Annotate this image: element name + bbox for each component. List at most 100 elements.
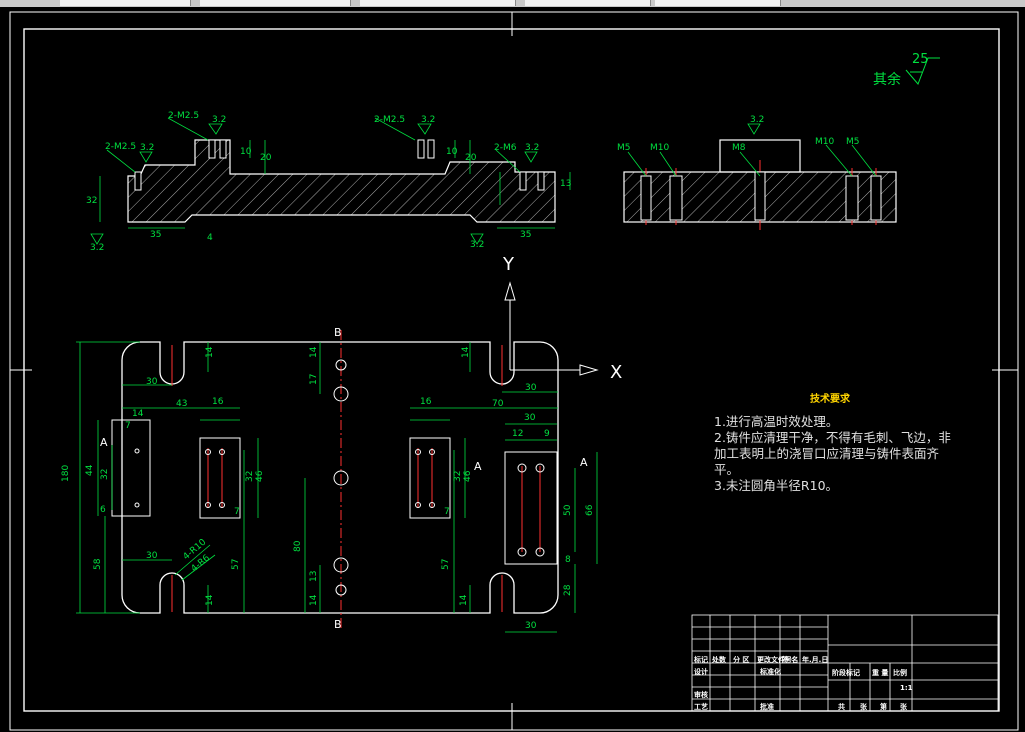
dim-30-right-bottom: 30 — [525, 621, 537, 631]
dim-13: 13 — [560, 179, 571, 189]
dim-32-left: 32 — [100, 469, 110, 480]
tech-note-3: 3.未注圆角半径R10。 — [714, 478, 839, 493]
general-roughness-note: 其余 — [873, 72, 901, 88]
tech-note-2c: 平。 — [714, 462, 740, 477]
tb-change-doc: 更改文件号 — [757, 656, 792, 664]
thread-label-left-a: 2-M2.5 — [168, 111, 199, 121]
document-tab-4[interactable] — [525, 0, 651, 6]
dim-14-bottom-mid: 14 — [309, 594, 319, 606]
tb-sign: 签 名 — [782, 656, 799, 664]
dim-6: 6 — [100, 505, 106, 515]
tech-note-2: 2.铸件应清理干净，不得有毛刺、飞边，非 — [714, 430, 951, 445]
dim-46-mid-left: 46 — [255, 470, 265, 482]
dim-10-left: 10 — [240, 147, 252, 157]
tb-total: 共 — [838, 703, 845, 711]
dim-57-right: 57 — [441, 559, 451, 570]
dim-50: 50 — [563, 504, 573, 516]
side-view-right: M5 M10 M8 M10 M5 3.2 — [617, 115, 897, 230]
section-view-left: 2-M2.5 2-M2.5 2-M2.5 2-M6 3.2 3.2 3.2 3.… — [86, 111, 571, 253]
tb-mark: 标记 — [694, 656, 708, 664]
dim-180: 180 — [61, 465, 71, 482]
side-label-roughness: 3.2 — [750, 115, 764, 125]
dim-70: 70 — [492, 399, 504, 409]
dim-9: 9 — [544, 429, 550, 439]
tech-requirements-title: 技术要求 — [810, 394, 850, 405]
roughness-symbol-general — [905, 57, 940, 85]
dim-28: 28 — [563, 584, 573, 596]
dim-20-right: 20 — [465, 153, 477, 163]
side-label-m10-right: M10 — [815, 137, 834, 147]
tech-note-2b: 加工表明上的浇冒口应清理与铸件表面齐 — [714, 446, 940, 461]
tech-note-1: 1.进行高温时效处理。 — [714, 414, 839, 429]
document-tab-5[interactable] — [655, 0, 781, 6]
dim-16-right: 16 — [420, 397, 432, 407]
dim-7-mid-left: 7 — [234, 507, 240, 517]
dim-30-left-top: 30 — [146, 377, 158, 387]
window-top-bar — [0, 0, 1025, 7]
cad-drawing-canvas[interactable]: 2-M2.5 2-M2.5 2-M2.5 2-M6 3.2 3.2 3.2 3.… — [0, 7, 1025, 732]
slot-left — [111, 419, 151, 517]
roughness-label-d: 3.2 — [525, 143, 539, 153]
section-mark-a-right: A — [580, 456, 588, 469]
roughness-label-f: 3.2 — [470, 240, 484, 250]
section-mark-a-left: A — [100, 436, 108, 449]
dim-35-right: 35 — [520, 230, 531, 240]
document-tab-3[interactable] — [360, 0, 516, 6]
dim-20-left: 20 — [260, 153, 272, 163]
tb-process: 工艺 — [694, 703, 708, 711]
dim-14-top-mid: 14 — [309, 346, 319, 358]
tb-zone: 分 区 — [733, 656, 750, 664]
dim-12: 12 — [512, 429, 523, 439]
axis-y-label: Y — [502, 254, 515, 275]
dim-58: 58 — [93, 558, 103, 570]
dim-10-right: 10 — [446, 147, 458, 157]
dim-30-right-slot: 30 — [524, 413, 536, 423]
section-mark-a-mid: A — [474, 460, 482, 473]
tb-approve: 批准 — [760, 703, 774, 711]
thread-label-left-b: 2-M2.5 — [374, 115, 405, 125]
dim-14-slot: 14 — [132, 409, 144, 419]
document-tab-2[interactable] — [200, 0, 351, 6]
tb-sheet-no: 第 — [880, 703, 887, 711]
side-label-m10-left: M10 — [650, 143, 669, 153]
dim-4: 4 — [207, 233, 213, 243]
thread-label-right: 2-M6 — [494, 143, 517, 153]
dim-14-top-left: 14 — [205, 346, 215, 358]
pocket-left — [199, 437, 241, 519]
outer-frame — [9, 11, 1019, 731]
tb-stage: 阶段标记 — [832, 669, 860, 677]
dim-16-left: 16 — [212, 397, 224, 407]
roughness-label-e: 3.2 — [90, 243, 104, 253]
tb-date: 年.月.日 — [802, 656, 829, 664]
tb-scale-value: 1:1 — [900, 684, 913, 692]
slot-right — [504, 451, 558, 565]
dim-35-left: 35 — [150, 230, 161, 240]
side-label-m8: M8 — [732, 143, 746, 153]
roughness-label-a: 3.2 — [212, 115, 226, 125]
axis-x-label: X — [610, 362, 622, 383]
document-tab-1[interactable] — [60, 0, 191, 6]
section-mark-b-bottom: B — [334, 618, 342, 631]
dim-57-left: 57 — [231, 559, 241, 570]
axes — [504, 281, 599, 376]
dim-14-left-bottom: 14 — [205, 594, 215, 606]
pocket-right — [409, 437, 451, 519]
tb-sheets-1: 张 — [860, 703, 867, 711]
roughness-label-c: 3.2 — [140, 143, 154, 153]
tb-review: 审核 — [694, 691, 708, 699]
section-body — [127, 139, 556, 223]
tb-scale-label: 比例 — [893, 669, 907, 677]
general-roughness-value: 25 — [912, 52, 929, 67]
dim-7-top: 7 — [125, 421, 131, 431]
dim-7-mid-right: 7 — [444, 507, 450, 517]
side-label-m5-left: M5 — [617, 143, 631, 153]
dim-17: 17 — [309, 374, 319, 385]
plan-view: X Y — [61, 254, 622, 633]
tb-count: 处数 — [712, 656, 726, 664]
tb-standard: 标准化 — [760, 668, 781, 676]
dim-30-left-bottom: 30 — [146, 551, 158, 561]
dim-8: 8 — [565, 555, 571, 565]
title-block — [691, 614, 999, 712]
side-label-m5-right: M5 — [846, 137, 860, 147]
tb-sheets-2: 张 — [900, 703, 907, 711]
